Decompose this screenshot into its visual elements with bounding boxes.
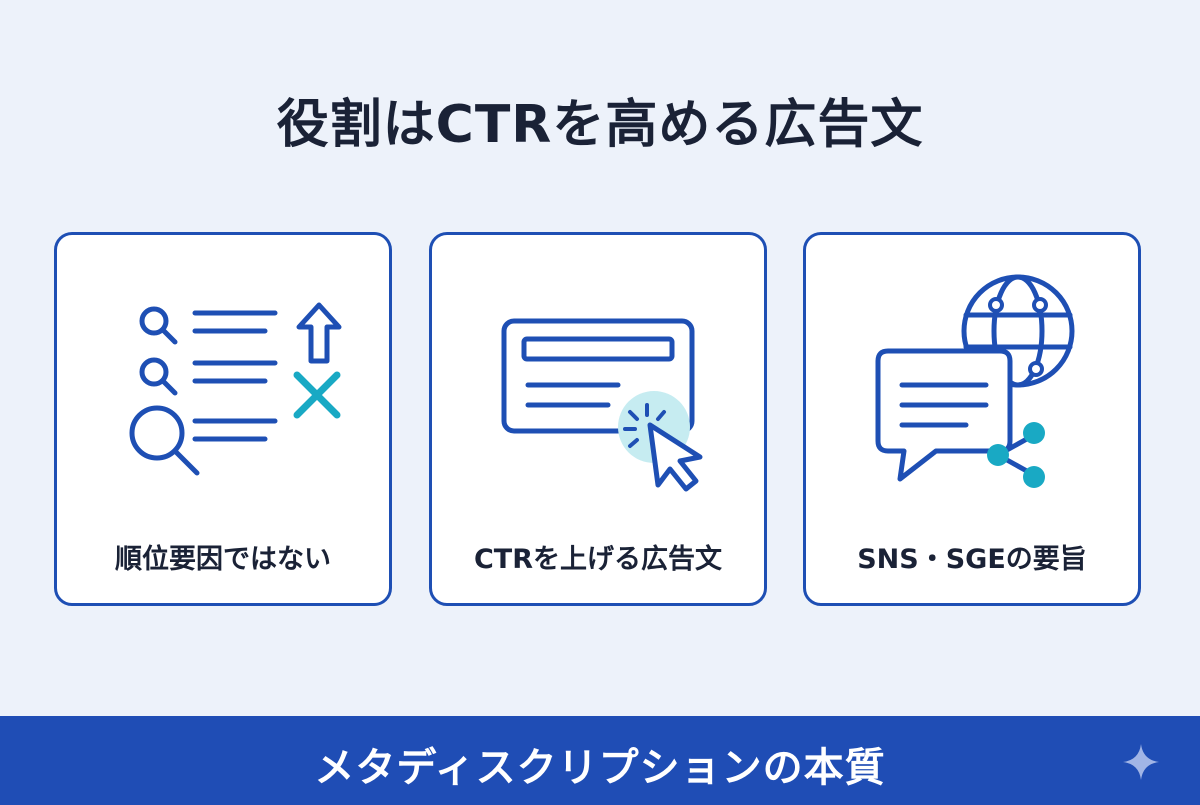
chat-globe-share-icon xyxy=(875,274,1075,488)
ad-click-icon xyxy=(501,318,703,492)
card-label: 順位要因ではない xyxy=(115,544,331,575)
card-sns: SNS・SGEの要旨 xyxy=(803,232,1141,606)
card-ranking: 順位要因ではない xyxy=(54,232,392,606)
card-ctr: CTRを上げる広告文 xyxy=(429,232,767,606)
card-label: SNS・SGEの要旨 xyxy=(857,544,1087,575)
card-label: CTRを上げる広告文 xyxy=(473,544,723,575)
search-ranking-not-factor-icon xyxy=(129,302,342,476)
footer-title: メタディスクリプションの本質 xyxy=(314,745,886,791)
footer-banner: メタディスクリプションの本質 xyxy=(0,716,1200,805)
page-title: 役割はCTRを高める広告文 xyxy=(276,95,924,155)
sparkle-icon xyxy=(1123,744,1159,780)
